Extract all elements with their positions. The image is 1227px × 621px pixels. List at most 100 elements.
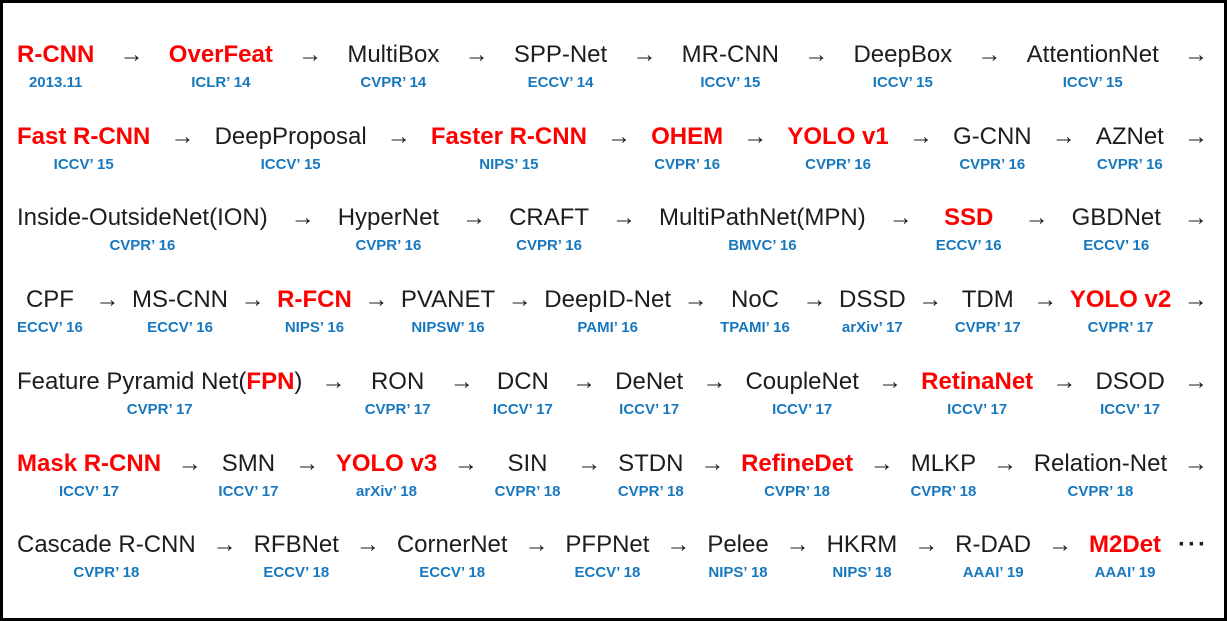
- model-name-text: AZNet: [1095, 122, 1164, 150]
- model-name: CPF: [26, 285, 74, 315]
- venue-label: BMVC’ 16: [728, 237, 797, 255]
- model-name: DeNet: [615, 367, 683, 397]
- model-name-text: OverFeat: [168, 40, 273, 68]
- arrow-icon: →: [918, 286, 943, 313]
- model-name: SSD: [944, 203, 993, 233]
- venue-label: CVPR’ 17: [126, 400, 193, 418]
- model-node-r-cnn: R-CNN 2013.11: [17, 40, 94, 91]
- model-name-segment: ): [294, 367, 303, 395]
- venue-label: CVPR’ 18: [764, 482, 831, 500]
- model-name: RetinaNet: [921, 367, 1033, 397]
- venue-label: AAAI’ 19: [1094, 564, 1156, 582]
- model-name: Pelee: [707, 530, 768, 560]
- venue-label: NIPS’ 18: [708, 564, 768, 582]
- arrow-icon: →: [1183, 367, 1208, 395]
- venue-label: CVPR’ 14: [360, 73, 427, 91]
- venue-label: CVPR’ 18: [910, 482, 977, 500]
- venue-label: PAMI’ 16: [577, 319, 638, 336]
- venue-label: CVPR’ 16: [355, 237, 422, 255]
- model-name-text: Pelee: [707, 531, 769, 559]
- model-name: HKRM: [827, 530, 898, 560]
- venue-label: CVPR’ 16: [805, 155, 871, 173]
- venue-label: ICCV’ 17: [772, 400, 833, 418]
- venue-label: CVPR’ 18: [617, 482, 684, 500]
- model-node-cpf: CPF ECCV’ 16: [17, 285, 83, 336]
- model-name-text: OHEM: [651, 122, 724, 150]
- arrow-icon: →: [1051, 122, 1076, 150]
- model-name: RefineDet: [741, 449, 853, 479]
- model-name: DCN: [497, 367, 549, 397]
- model-name-text: MS-CNN: [132, 286, 228, 313]
- arrow-icon: →: [119, 40, 144, 68]
- venue-label: CVPR’ 18: [1067, 482, 1134, 500]
- venue-label: ECCV’ 16: [17, 319, 83, 336]
- venue-label: ICCV’ 15: [700, 73, 761, 91]
- model-name-text: R-CNN: [17, 40, 95, 68]
- arrow-icon: →: [869, 449, 894, 477]
- arrow-icon: →: [702, 367, 727, 395]
- model-name-text: RFBNet: [253, 531, 339, 559]
- model-name: SIN: [507, 449, 547, 479]
- model-name-text: G-CNN: [952, 122, 1032, 150]
- model-name-text: MultiPathNet(MPN): [659, 204, 866, 232]
- arrow-icon: →: [1033, 286, 1058, 313]
- model-node-inside-outsidenet-ion: Inside-OutsideNet(ION)CVPR’ 16: [17, 203, 268, 254]
- arrow-icon: →: [666, 531, 691, 559]
- arrow-icon: →: [993, 449, 1018, 477]
- venue-label: CVPR’ 16: [516, 237, 582, 255]
- model-name: MultiBox: [347, 40, 439, 70]
- arrow-icon: →: [95, 286, 120, 313]
- model-name-text: YOLO v2: [1069, 286, 1172, 313]
- venue-label: arXiv’ 17: [841, 319, 903, 336]
- model-name-text: MR-CNN: [681, 40, 779, 68]
- venue-label: NIPSW’ 16: [411, 319, 485, 336]
- arrow-icon: →: [572, 367, 597, 395]
- venue-label: ICCV’ 15: [1062, 73, 1123, 91]
- model-name: PVANET: [401, 285, 495, 315]
- model-name: MS-CNN: [132, 285, 228, 315]
- model-name: R-CNN: [17, 40, 94, 70]
- arrow-icon: →: [464, 40, 489, 68]
- arrow-icon: →: [607, 122, 632, 150]
- venue-label: ICCV’ 17: [218, 482, 279, 500]
- arrow-icon: →: [1183, 204, 1208, 232]
- arrow-icon: →: [914, 531, 939, 559]
- venue-label: ECCV’ 14: [527, 73, 594, 91]
- model-name: DeepID-Net: [544, 285, 671, 315]
- arrow-icon: →: [462, 204, 487, 232]
- model-node-pvanet: PVANET NIPSW’ 16: [401, 285, 495, 336]
- model-name-text: M2Det: [1089, 531, 1162, 559]
- arrow-icon: →: [240, 286, 265, 313]
- venue-label: ICCV’ 17: [492, 400, 553, 418]
- model-name: PFPNet: [565, 530, 649, 560]
- model-name-text: Fast R-CNN: [17, 122, 151, 150]
- venue-label: NIPS’ 16: [284, 319, 345, 336]
- model-name: OHEM: [651, 122, 723, 152]
- arrow-icon: →: [878, 367, 903, 395]
- model-name: DeepProposal: [215, 122, 367, 152]
- venue-label: ECCV’ 16: [147, 319, 213, 336]
- venue-label: 2013.11: [28, 73, 83, 91]
- arrow-icon: →: [1183, 286, 1208, 313]
- venue-label: NIPS’ 15: [479, 155, 539, 173]
- model-name-text: SPP-Net: [513, 40, 608, 68]
- venue-label: ICCV’ 17: [1100, 400, 1161, 418]
- venue-label: CVPR’ 16: [959, 155, 1026, 173]
- model-name: Cascade R-CNN: [17, 530, 196, 560]
- model-name: SPP-Net: [514, 40, 607, 70]
